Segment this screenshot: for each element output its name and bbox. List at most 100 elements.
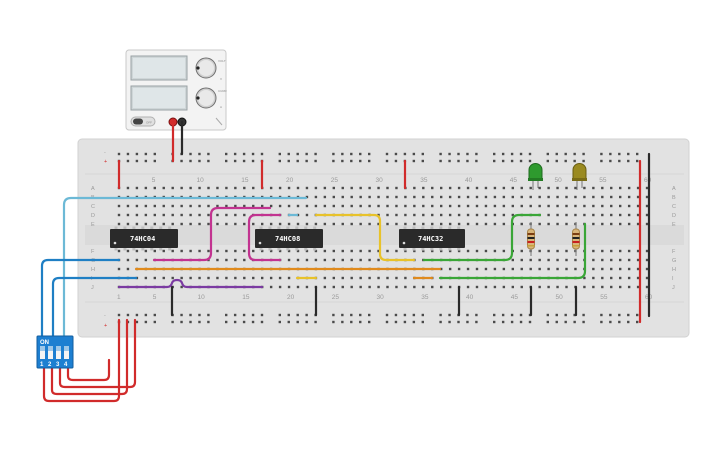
hole (189, 204, 192, 208)
hole (529, 186, 532, 190)
hole (144, 222, 148, 226)
rail-hole (225, 320, 228, 324)
hole (547, 267, 550, 271)
row-label-right: E (672, 222, 676, 228)
hole (636, 276, 640, 280)
hole (484, 213, 488, 217)
hole (162, 204, 165, 208)
hole (198, 213, 201, 217)
dip-toggle-3[interactable] (56, 346, 61, 359)
hole (520, 285, 523, 289)
hole (440, 285, 443, 289)
rail-hole (189, 152, 192, 156)
hole (619, 213, 622, 217)
hole (404, 276, 407, 280)
chip-74hc08-label: 74HC08 (275, 235, 300, 243)
hole (592, 195, 595, 199)
rail-hole (332, 152, 335, 156)
hole (520, 249, 523, 253)
hole (493, 267, 497, 271)
hole (341, 204, 344, 208)
hole (520, 222, 523, 226)
wire-red-switch-3[interactable] (58, 318, 137, 389)
hole (359, 195, 362, 199)
resistor-1[interactable] (527, 222, 535, 256)
column-number-bottom: 30 (377, 294, 385, 301)
wire-red-switch-4[interactable] (66, 358, 111, 382)
wire-red-switch-2[interactable] (50, 318, 129, 396)
power-toggle-label: OFF (146, 121, 152, 125)
dip-toggle-2[interactable] (48, 346, 53, 359)
wire-magenta-1[interactable] (152, 206, 272, 262)
wire-red-switch-1[interactable] (42, 318, 121, 403)
led-yellow[interactable] (572, 163, 587, 191)
column-number-bottom: 35 (421, 294, 429, 301)
hole (636, 195, 640, 199)
wire-blue-2[interactable] (51, 276, 138, 338)
wire-yellow-2[interactable] (314, 213, 416, 262)
hole (574, 267, 577, 271)
rail-hole (332, 320, 335, 324)
rail-hole (564, 320, 567, 324)
row-label-right: B (672, 195, 676, 201)
power-supply[interactable]: VOLT V CURR A OFF (125, 49, 227, 131)
rail-hole (189, 159, 192, 163)
wire-green-1[interactable] (422, 213, 542, 262)
hole (225, 213, 228, 217)
hole (269, 222, 273, 226)
wire-green-2[interactable] (438, 222, 587, 280)
led-green[interactable] (528, 163, 543, 191)
chip-74hc08[interactable]: 74HC08 (255, 229, 323, 248)
hole (135, 186, 139, 190)
wire-purple-1[interactable] (117, 278, 264, 289)
hole (341, 276, 344, 280)
rail-hole (582, 313, 585, 317)
rail-hole (296, 313, 299, 317)
hole (627, 222, 631, 226)
dip-toggle-1[interactable] (40, 346, 45, 359)
hole (601, 186, 604, 190)
hole (359, 285, 362, 289)
hole (126, 258, 130, 262)
hole (538, 195, 541, 199)
hole (583, 186, 586, 190)
hole (305, 195, 309, 199)
wire-magenta-2[interactable] (247, 213, 282, 262)
hole (368, 195, 371, 199)
hole (592, 213, 595, 217)
hole (216, 204, 219, 208)
hole (305, 213, 309, 217)
rail-hole (501, 159, 505, 163)
hole (243, 213, 246, 217)
hole (368, 276, 371, 280)
hole (645, 249, 649, 253)
chip-74hc32[interactable]: 74HC32 (399, 229, 465, 248)
rail-hole (421, 313, 424, 317)
rail-hole (573, 159, 576, 163)
wire-blue-1[interactable] (40, 258, 121, 338)
hole (592, 267, 595, 271)
hole (278, 186, 282, 190)
hole (520, 258, 523, 262)
rail-hole (609, 152, 612, 156)
rail-hole (126, 152, 130, 156)
dip-switch[interactable]: ON 1 2 3 4 (36, 335, 74, 369)
wire-cyan-1[interactable] (62, 196, 308, 338)
hole (457, 186, 461, 190)
hole (431, 285, 434, 289)
hole (502, 249, 506, 253)
hole (296, 204, 300, 208)
hole (234, 249, 237, 253)
rail-hole (260, 313, 264, 317)
hole (341, 222, 344, 226)
hole (619, 258, 622, 262)
chip-74hc04[interactable]: 74HC04 (110, 229, 178, 248)
dip-toggle-4[interactable] (64, 346, 69, 359)
hole (153, 249, 156, 253)
row-label-right: G (672, 258, 676, 264)
resistor-2[interactable] (572, 222, 580, 256)
hole (171, 204, 174, 208)
hole (627, 276, 631, 280)
hole (547, 204, 550, 208)
